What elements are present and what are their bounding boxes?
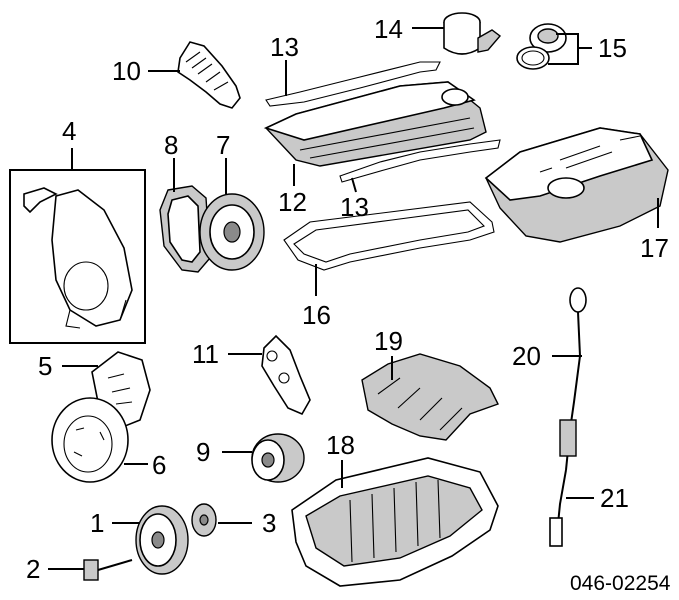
callout-6: 6 <box>152 450 166 480</box>
callout-11: 11 <box>192 339 219 369</box>
callout-7: 7 <box>216 130 230 160</box>
callout-19: 19 <box>374 326 403 356</box>
callout-17: 17 <box>640 233 669 263</box>
callout-9: 9 <box>196 437 210 467</box>
callout-4: 4 <box>62 116 76 146</box>
part-17-engine-cover <box>484 127 669 243</box>
callout-5: 5 <box>38 351 52 381</box>
callout-12: 12 <box>278 187 307 217</box>
part-13-gasket-lower <box>339 139 501 193</box>
part-21-guide-tube <box>549 469 594 547</box>
part-1-crank-pulley <box>112 505 189 575</box>
part-13-gasket-top <box>265 60 441 107</box>
callout-8: 8 <box>164 130 178 160</box>
part-15-cap-seal <box>516 23 592 70</box>
callout-3: 3 <box>262 508 276 538</box>
part-18-oil-pan <box>291 457 499 587</box>
diagram-code: 046-02254 <box>570 572 671 595</box>
part-12-valve-cover <box>263 81 487 186</box>
part-2-bolt <box>48 559 133 581</box>
part-11-bracket <box>228 334 311 416</box>
callout-10: 10 <box>112 56 141 86</box>
part-6-backing-plate <box>51 397 148 483</box>
callout-20: 20 <box>512 341 541 371</box>
part-9-idler-pulley <box>222 433 305 483</box>
callout-1: 1 <box>90 508 104 538</box>
callout-18: 18 <box>326 430 355 460</box>
part-3-crank-sprocket <box>191 503 252 537</box>
part-19-baffle <box>361 353 499 441</box>
part-16-gasket <box>283 201 495 296</box>
part-7-sprocket <box>199 158 265 271</box>
callout-14: 14 <box>374 14 403 44</box>
callout-2: 2 <box>26 554 40 584</box>
callout-21: 21 <box>600 483 629 513</box>
callout-13-lower: 13 <box>340 192 369 222</box>
callout-16: 16 <box>302 300 331 330</box>
part-4-timing-cover <box>9 148 146 344</box>
callout-13-top: 13 <box>270 32 299 62</box>
part-14-oil-filler <box>412 12 502 55</box>
part-8-timing-belt <box>159 158 211 273</box>
part-10-upper-cover <box>148 41 241 109</box>
part-20-dipstick <box>552 287 587 471</box>
callout-15: 15 <box>598 33 627 63</box>
